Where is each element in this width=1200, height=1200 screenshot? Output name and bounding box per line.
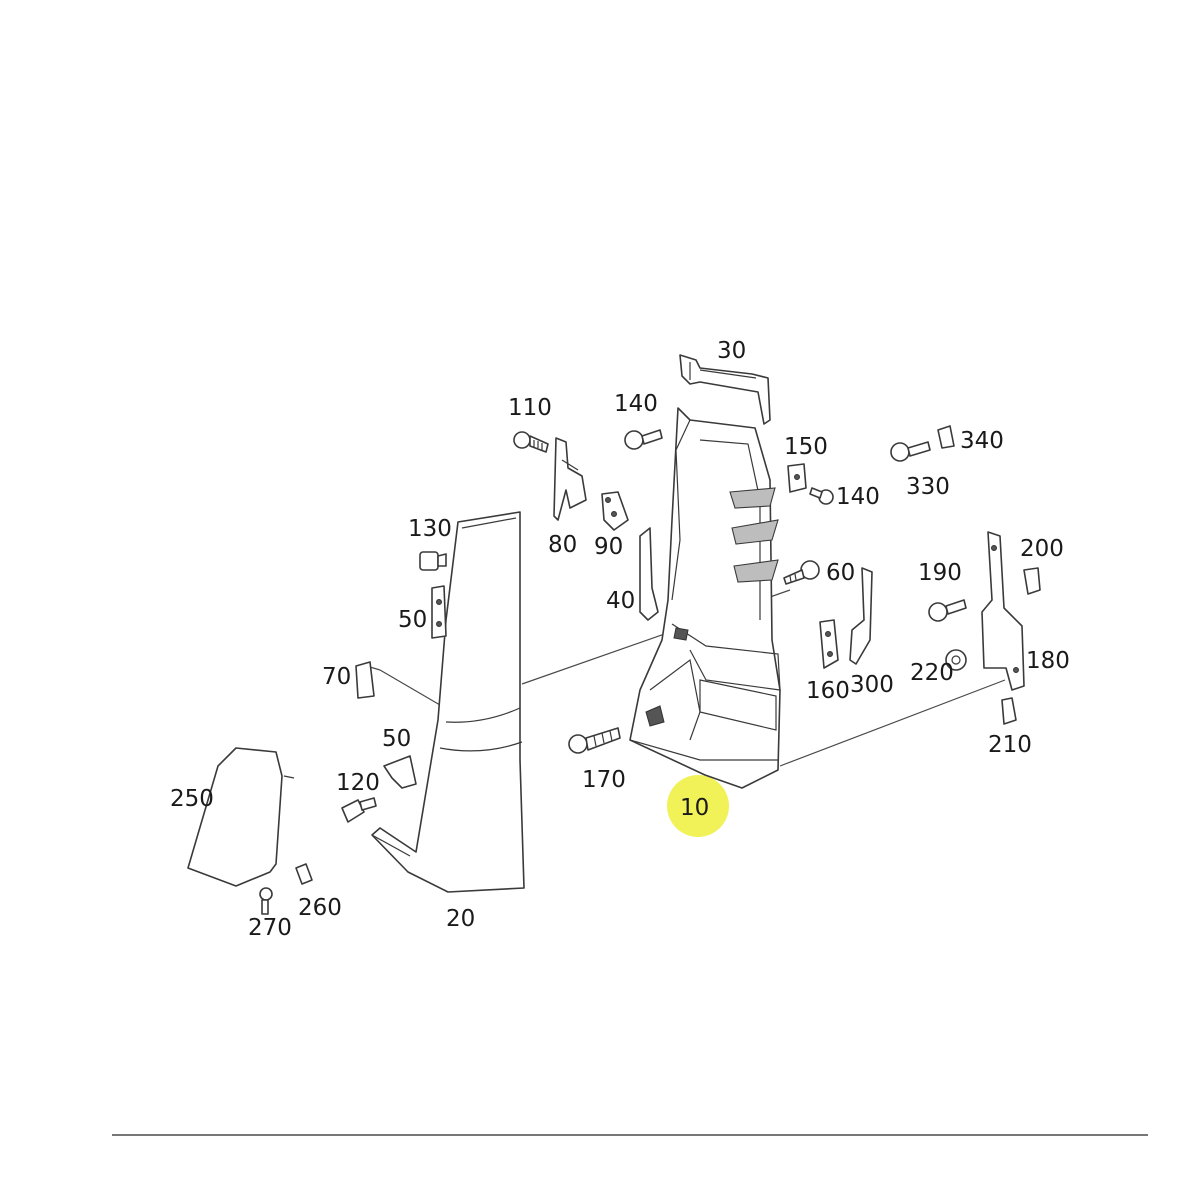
part-50a-clip [431,585,447,639]
callout-160: 160 [806,678,850,704]
callout-270: 270 [248,915,292,941]
callout-10: 10 [680,795,709,821]
callout-60: 60 [826,560,855,586]
callout-10-highlight [667,775,729,837]
part-170-screw [568,727,621,754]
part-40-strip [639,527,659,621]
part-260-clip [295,863,313,885]
callout-130: 130 [408,516,452,542]
callout-330: 330 [906,474,950,500]
part-140b-screw [809,487,834,505]
callout-300: 300 [850,672,894,698]
callout-250: 250 [170,786,214,812]
callout-220: 220 [910,660,954,686]
part-80-clip [553,437,587,521]
part-160-clip [819,619,839,669]
part-340-clip [937,425,955,449]
part-220-nut [945,649,967,671]
callout-140a: 140 [614,391,658,417]
part-70-clip [355,661,375,699]
callout-170: 170 [582,767,626,793]
part-60-screw [783,560,820,585]
part-300-bracket [849,567,873,665]
part-90-clip [601,491,629,531]
callout-70: 70 [322,664,351,690]
part-250-cover [187,747,295,887]
part-10-trim-assembly [629,407,781,789]
callout-50b: 50 [382,726,411,752]
callout-190: 190 [918,560,962,586]
callout-110: 110 [508,395,552,421]
callout-90: 90 [594,534,623,560]
part-210-clip [1001,697,1017,725]
callout-140b: 140 [836,484,880,510]
callout-20: 20 [446,906,475,932]
part-330-screw [890,441,931,462]
part-150-clip [787,463,807,493]
part-140a-screw [624,429,663,450]
part-180-bracket [981,531,1025,691]
callout-80: 80 [548,532,577,558]
callout-150: 150 [784,434,828,460]
part-120-stud [341,797,377,823]
part-130-plug [419,551,447,571]
callout-340: 340 [960,428,1004,454]
callout-labels: 10 20 30 40 50 50 60 70 80 90 110 120 13… [170,338,1070,941]
part-50b-clip [383,755,417,789]
callout-180: 180 [1026,648,1070,674]
callout-210: 210 [988,732,1032,758]
part-190-screw [928,599,967,622]
callout-40: 40 [606,588,635,614]
callout-200: 200 [1020,536,1064,562]
part-20-pillar-trim [371,511,525,893]
callout-260: 260 [298,895,342,921]
callout-120: 120 [336,770,380,796]
callout-30: 30 [717,338,746,364]
callout-50a: 50 [398,607,427,633]
part-110-screw [513,431,549,453]
part-30-top-bracket [679,354,771,425]
part-270-screw [259,887,273,915]
part-200-clip [1023,567,1041,595]
